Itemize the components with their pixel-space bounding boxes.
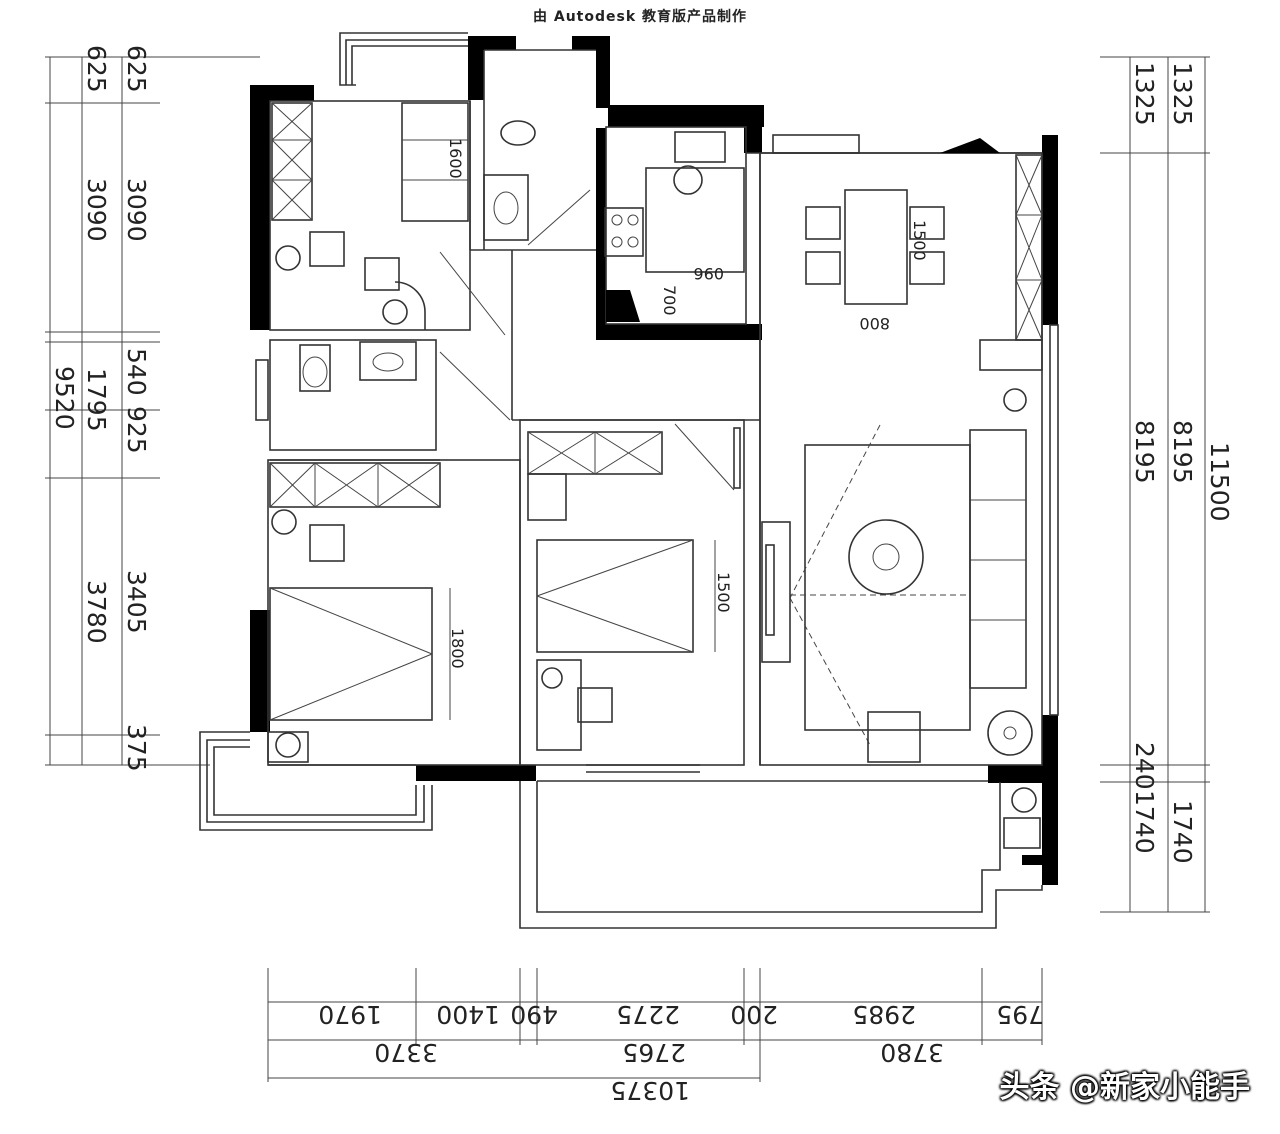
dim-right-total-11500: 11500 [1205,442,1234,522]
right-dimension-text: 1325 8195 240 1740 1325 8195 1740 11500 [1130,62,1234,864]
dining-living-furniture: 1500 800 [761,189,1033,763]
table-width-dim: 800 [859,314,890,333]
dim-bottom-2985: 2985 [852,1000,916,1029]
kitchen-dim-a: 700 [660,285,679,316]
dim-bottom-total-10375: 10375 [610,1076,690,1105]
wardrobes [269,102,1043,521]
dim-right-outer-1325: 1325 [1168,62,1197,126]
dim-bottom-2765: 2765 [622,1038,686,1067]
dim-right-outer-1740: 1740 [1168,800,1197,864]
beds: 1600 1800 1500 [269,102,733,721]
dim-left-inner-3405: 3405 [122,570,151,634]
dim-right-inner-8195: 8195 [1130,420,1159,484]
dim-right-inner-1740: 1740 [1130,790,1159,854]
dim-left-inner-925: 925 [122,406,151,454]
dim-bottom-1970: 1970 [318,1000,382,1029]
dim-right-outer-8195: 8195 [1168,420,1197,484]
dim-left-outer-625: 625 [82,45,111,93]
dim-right-inner-240: 240 [1130,742,1159,790]
left-dimension-text: 625 3090 1795 3780 9520 625 3090 540 925… [50,45,151,772]
bed-main-dim: 1800 [448,628,467,669]
watermark: 头条 @新家小能手 [999,1070,1250,1105]
dim-bottom-3370: 3370 [374,1038,438,1067]
dim-left-inner-625: 625 [122,45,151,93]
dim-left-outer-3090: 3090 [82,178,111,242]
dim-bottom-1400: 1400 [436,1000,500,1029]
interior-walls [199,32,1059,929]
bathroom-fixtures [299,120,1041,849]
kitchen-dim-b: 096 [693,264,724,283]
structural-walls [250,36,1058,885]
dim-left-outer-1795: 1795 [82,368,111,432]
kitchen-fixtures: 700 096 [604,131,745,322]
dim-left-total-9520: 9520 [50,366,79,430]
dim-bottom-3780: 3780 [880,1038,944,1067]
dim-bottom-490: 490 [510,1000,558,1029]
dim-bottom-200: 200 [730,1000,778,1029]
table-dim: 1500 [910,220,929,261]
dim-left-inner-540: 540 [122,348,151,396]
dim-left-inner-3090: 3090 [122,178,151,242]
bed-top-dim: 1600 [446,138,465,179]
chairs-and-lamps [267,231,741,763]
bed-second-dim: 1500 [714,572,733,613]
bottom-dimension-text: 1970 1400 490 2275 200 2985 795 3370 276… [318,1000,1044,1105]
right-dimension-lines [1100,56,1210,913]
dim-left-inner-375: 375 [122,724,151,772]
dim-bottom-795: 795 [996,1000,1044,1029]
dim-right-inner-1325: 1325 [1130,62,1159,126]
bottom-dimension-lines [267,968,1043,1082]
left-dimension-lines [45,56,260,766]
dim-left-outer-3780: 3780 [82,580,111,644]
header-text: 由 Autodesk 教育版产品制作 [532,9,748,25]
dim-bottom-2275: 2275 [616,1000,680,1029]
